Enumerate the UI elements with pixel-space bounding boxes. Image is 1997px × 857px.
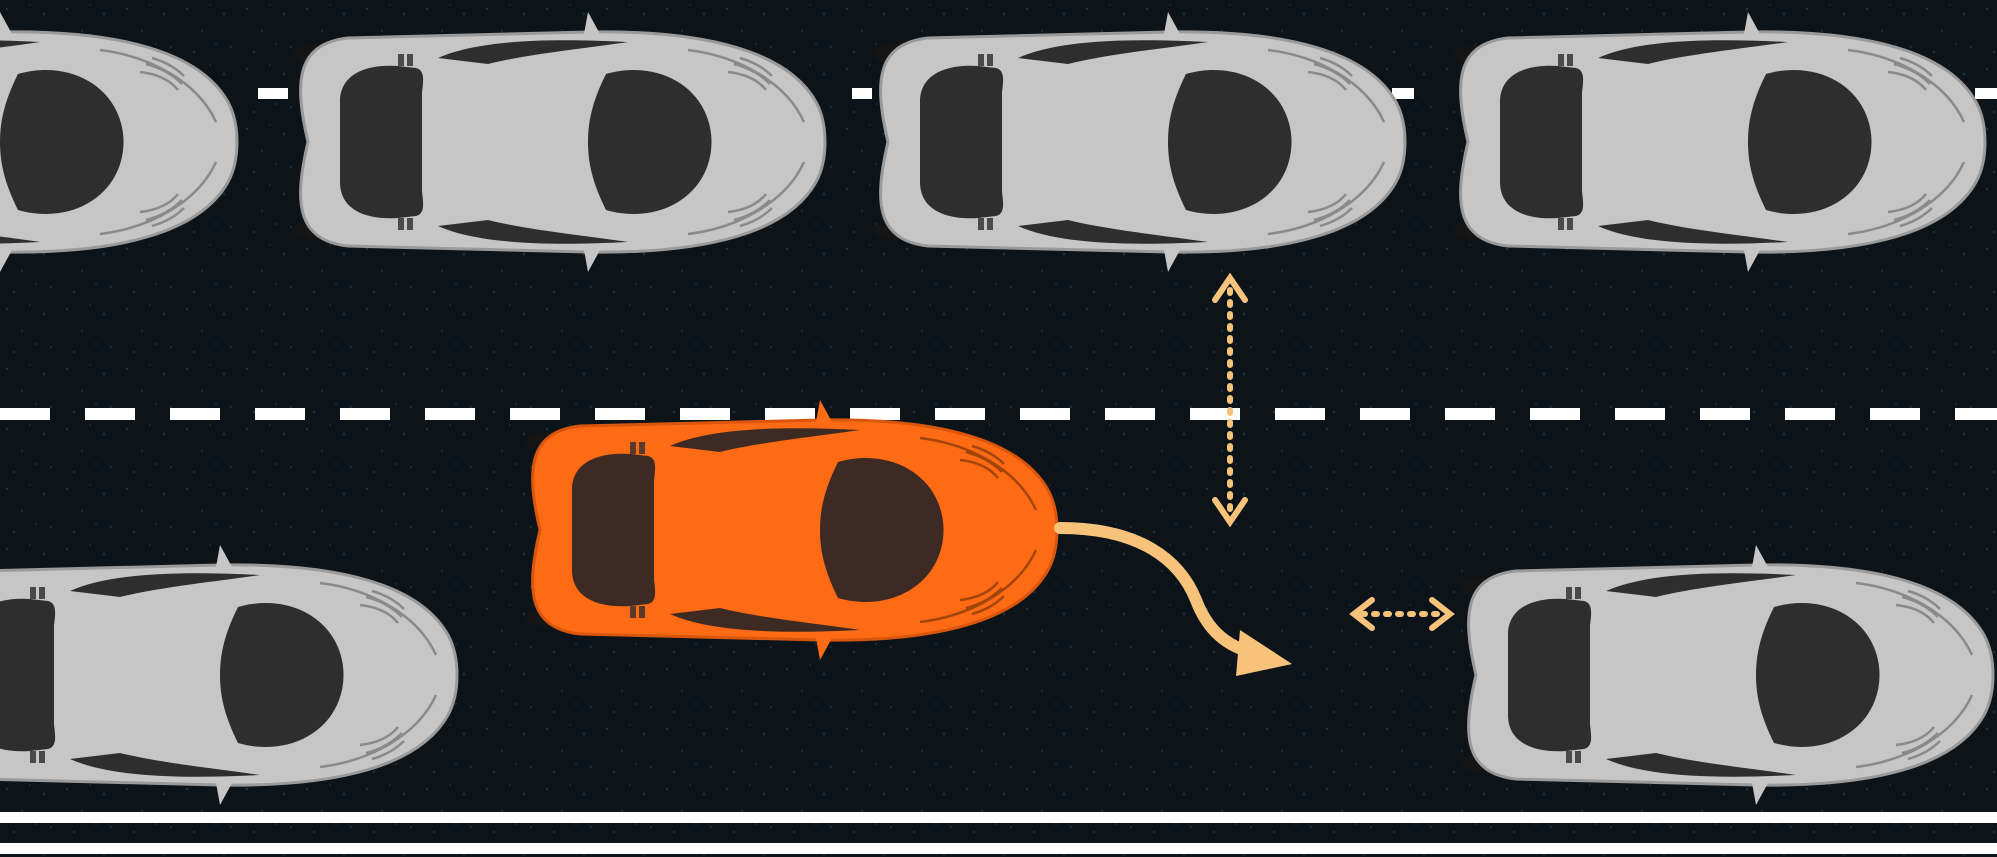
upper-lane-car bbox=[872, 12, 1405, 272]
ego-car bbox=[524, 400, 1057, 660]
road-edge-line-1 bbox=[0, 812, 1997, 823]
upper-lane-car bbox=[1452, 12, 1985, 272]
lower-lane-car-ahead bbox=[1460, 545, 1993, 805]
road-edge-line-2 bbox=[0, 843, 1997, 854]
upper-lane-car bbox=[292, 12, 825, 272]
